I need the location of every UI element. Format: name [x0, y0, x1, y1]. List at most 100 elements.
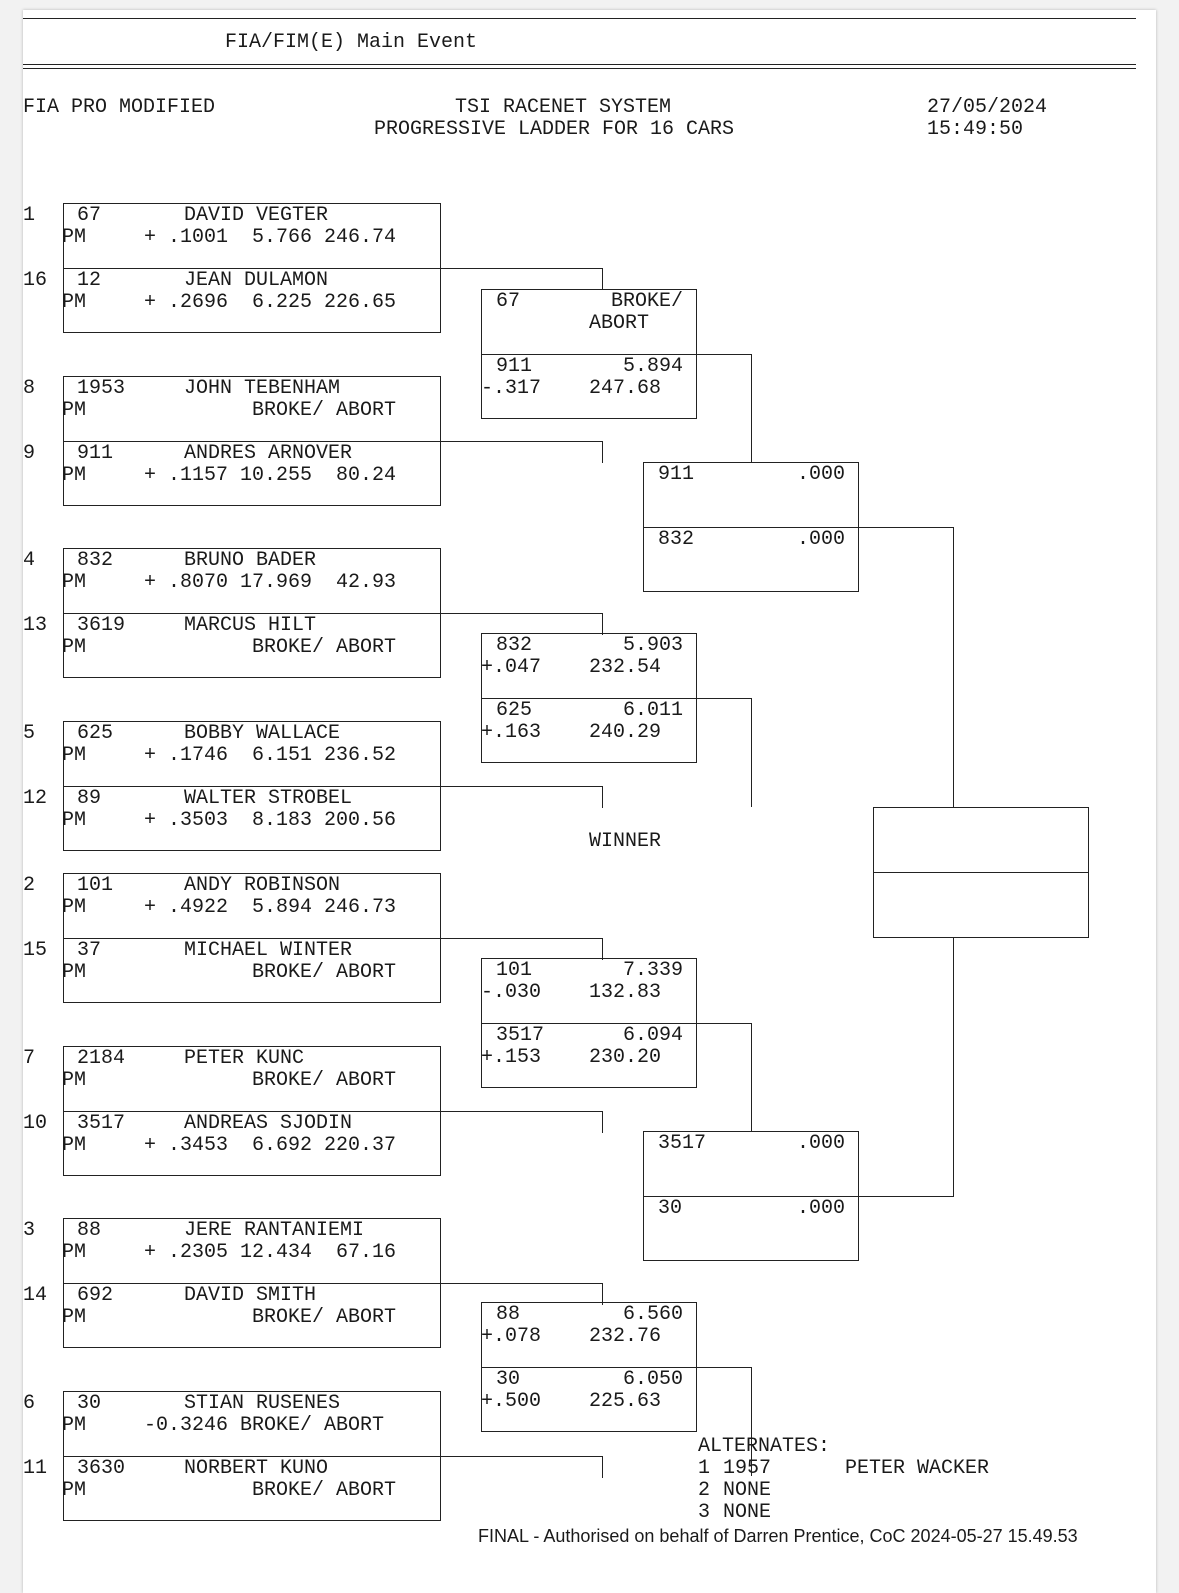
class-tag: PM: [62, 744, 87, 767]
round2-pair-divider: [481, 354, 697, 355]
connector: [441, 1283, 603, 1284]
class-name: FIA PRO MODIFIED: [23, 96, 216, 119]
run-result: + .1746 6.151 236.52: [144, 744, 397, 767]
class-tag: PM: [62, 1306, 87, 1329]
elapsed-time: .000: [796, 528, 845, 551]
class-tag: PM: [62, 896, 87, 919]
run-result: + .3453 6.692 220.37: [144, 1134, 397, 1157]
connector: [441, 938, 603, 939]
elapsed-time: 7.339: [622, 959, 683, 982]
reaction-time: +.163: [481, 721, 542, 744]
connector: [697, 1023, 752, 1024]
round1-pair-divider: [63, 1456, 441, 1457]
date: 27/05/2024: [927, 96, 1048, 119]
class-tag: PM: [62, 961, 87, 984]
connector: [859, 527, 954, 528]
connector: [602, 1456, 603, 1478]
speed: 230.20: [589, 1046, 662, 1069]
connector: [441, 613, 603, 614]
seed-number: 6: [23, 1392, 36, 1415]
driver-name: ANDY ROBINSON: [184, 874, 341, 897]
class-tag: PM: [62, 1134, 87, 1157]
driver-name: DAVID SMITH: [184, 1284, 317, 1307]
connector: [859, 1196, 954, 1197]
connector: [751, 354, 752, 463]
connector: [602, 613, 603, 635]
car-number: 911: [496, 355, 533, 378]
seed-number: 14: [23, 1284, 48, 1307]
connector: [602, 268, 603, 290]
driver-name: BOBBY WALLACE: [184, 722, 341, 745]
seed-number: 8: [23, 377, 36, 400]
seed-number: 11: [23, 1457, 48, 1480]
connector: [697, 698, 752, 699]
round1-pair-divider: [63, 613, 441, 614]
car-number: 3630: [77, 1457, 126, 1480]
speed: 240.29: [589, 721, 662, 744]
speed: 232.76: [589, 1325, 662, 1348]
alternate-car: NONE: [723, 1479, 772, 1502]
connector: [602, 938, 603, 960]
connector: [751, 698, 752, 807]
time: 15:49:50: [927, 118, 1024, 141]
connector: [602, 1111, 603, 1133]
elapsed-time: 6.011: [622, 699, 683, 722]
driver-name: MARCUS HILT: [184, 614, 317, 637]
car-number: 67: [77, 204, 102, 227]
car-number: 3619: [77, 614, 126, 637]
reaction-time: +.500: [481, 1390, 542, 1413]
car-number: 3517: [658, 1132, 707, 1155]
round1-pair-divider: [63, 441, 441, 442]
run-result: + .2696 6.225 226.65: [144, 291, 397, 314]
seed-number: 15: [23, 939, 48, 962]
reaction-time: +.078: [481, 1325, 542, 1348]
driver-name: WALTER STROBEL: [184, 787, 353, 810]
alternate-no: 2: [698, 1479, 711, 1502]
speed: 132.83: [589, 981, 662, 1004]
ladder-subtitle: PROGRESSIVE LADDER FOR 16 CARS: [374, 118, 735, 141]
seed-number: 5: [23, 722, 36, 745]
header-rule-top: [23, 18, 1136, 19]
elapsed-time: BROKE/: [610, 290, 683, 313]
car-number: 67: [496, 290, 521, 313]
car-number: 89: [77, 787, 102, 810]
class-tag: PM: [62, 1241, 87, 1264]
connector: [751, 1023, 752, 1132]
elapsed-time: 6.050: [622, 1368, 683, 1391]
car-number: 3517: [496, 1024, 545, 1047]
car-number: 30: [658, 1197, 683, 1220]
connector: [697, 1367, 752, 1368]
class-tag: PM: [62, 1479, 87, 1502]
run-result: + .3503 8.183 200.56: [144, 809, 397, 832]
run-result: BROKE/ ABORT: [144, 961, 397, 984]
run-result: BROKE/ ABORT: [144, 1306, 397, 1329]
car-number: 88: [496, 1303, 521, 1326]
run-result: + .8070 17.969 42.93: [144, 571, 397, 594]
event-title: FIA/FIM(E) Main Event: [225, 31, 478, 54]
elapsed-time: 6.560: [622, 1303, 683, 1326]
driver-name: ANDRES ARNOVER: [184, 442, 353, 465]
connector: [697, 354, 752, 355]
car-number: 101: [77, 874, 114, 897]
car-number: 832: [496, 634, 533, 657]
elapsed-time: 5.903: [622, 634, 683, 657]
car-number: 101: [496, 959, 533, 982]
car-number: 37: [77, 939, 102, 962]
car-number: 911: [77, 442, 114, 465]
header-rule-2: [23, 68, 1136, 69]
driver-name: JERE RANTANIEMI: [184, 1219, 365, 1242]
driver-name: JOHN TEBENHAM: [184, 377, 341, 400]
final-box-divider: [873, 872, 1089, 873]
connector: [441, 1111, 603, 1112]
seed-number: 9: [23, 442, 36, 465]
driver-name: STIAN RUSENES: [184, 1392, 341, 1415]
round2-pair-divider: [481, 1023, 697, 1024]
driver-name: PETER KUNC: [184, 1047, 305, 1070]
reaction-time: -.317: [481, 377, 542, 400]
alternate-car: NONE: [723, 1501, 772, 1524]
car-number: 625: [496, 699, 533, 722]
round1-pair-divider: [63, 786, 441, 787]
connector: [602, 441, 603, 463]
connector: [953, 527, 954, 807]
speed: 225.63: [589, 1390, 662, 1413]
